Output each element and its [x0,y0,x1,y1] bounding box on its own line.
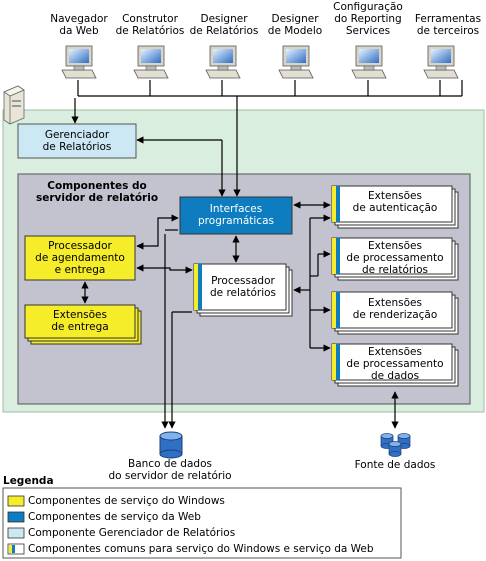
legend-swatch-common [7,543,25,555]
legend-box [2,487,402,559]
computer-icon [278,45,314,79]
computer-icon [205,45,241,79]
delivery-extensions-stack [24,304,142,345]
legend-item-windows: Componentes de serviço do Windows [28,495,225,507]
computer-icon [351,45,387,79]
legend-swatch-web [7,511,25,523]
programmatic-interfaces-box [179,196,293,235]
legend-item-report-manager: Componente Gerenciador de Relatórios [28,527,236,539]
rendering-extensions-stack [331,291,459,335]
server-icon [3,85,25,125]
legend-item-web: Componentes de serviço da Web [28,511,201,523]
legend-item-common: Componentes comuns para serviço do Windo… [28,543,374,555]
scheduling-processor-box [24,235,136,281]
computer-icon [61,45,97,79]
data-source-label: Fonte de dados [354,459,436,471]
computer-icon [133,45,169,79]
client-connections [71,80,463,197]
report-processing-extensions-stack [331,237,459,281]
legend-swatch-report-manager [7,527,25,539]
auth-extensions-stack [331,185,459,229]
internal-connections [81,201,399,429]
data-source-icon [380,433,411,457]
report-processor-stack [193,263,293,317]
data-processing-extensions-stack [331,343,459,387]
legend-title: Legenda [3,475,54,487]
report-manager-box [17,123,137,159]
database-icon [159,431,183,459]
legend-swatch-windows [7,495,25,507]
computer-icon [423,45,459,79]
